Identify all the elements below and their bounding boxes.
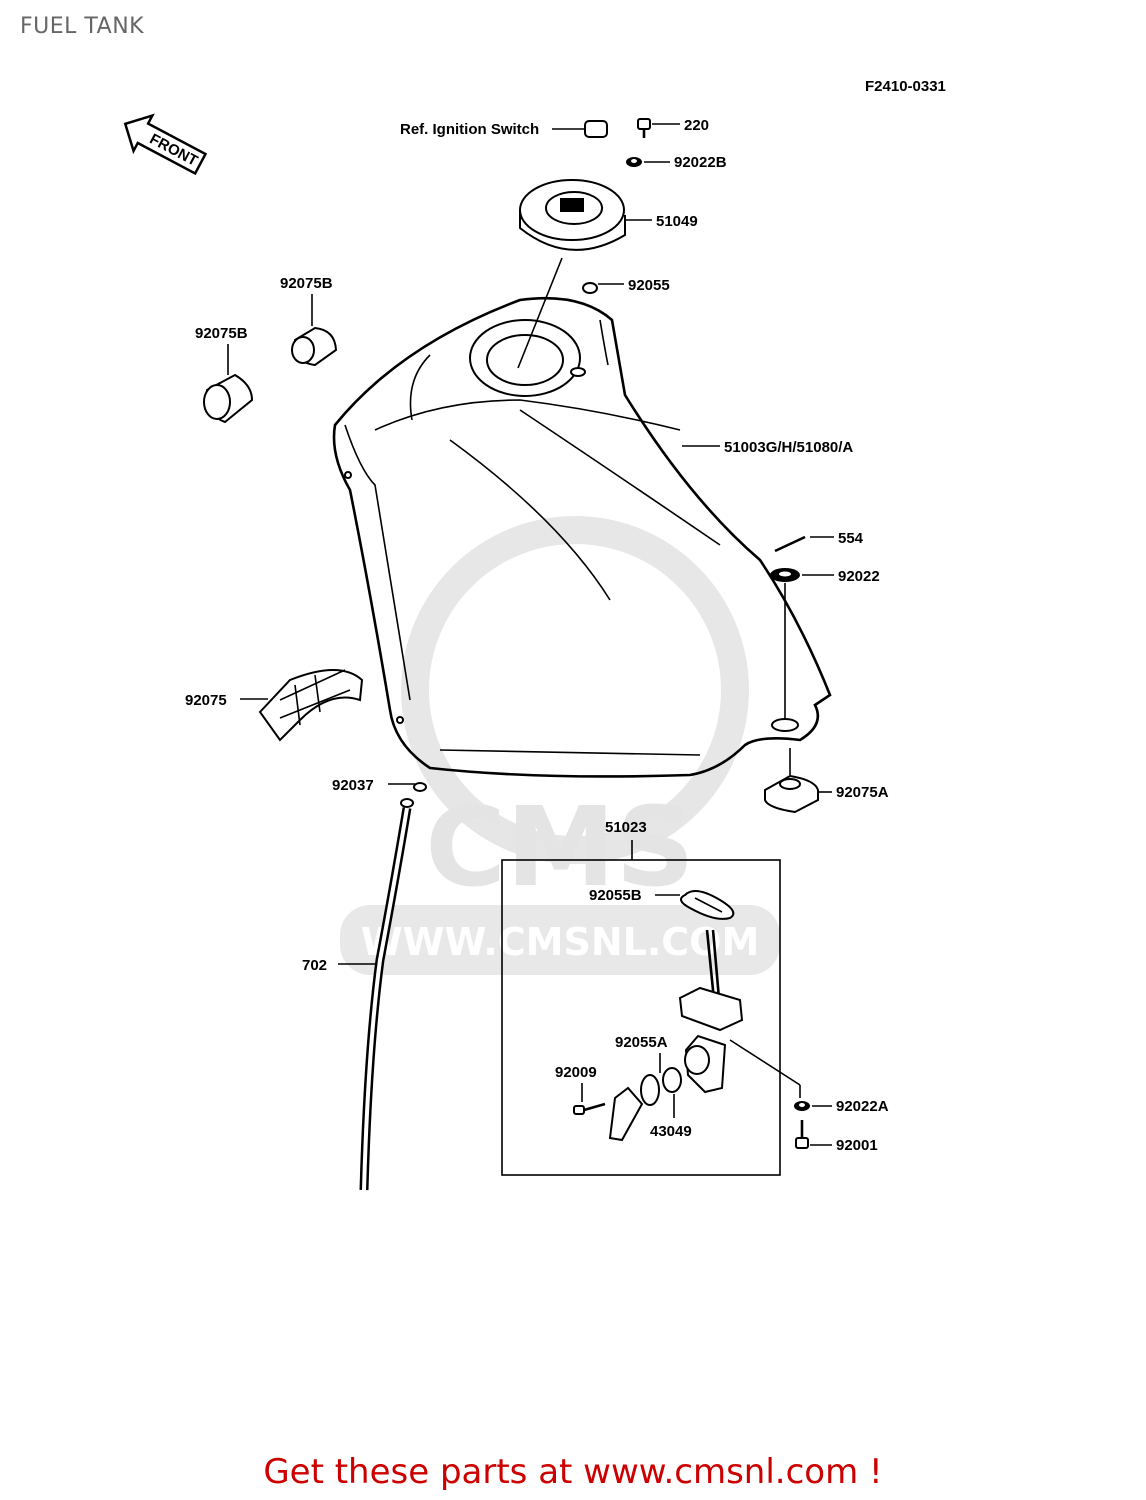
diagram-code: F2410-0331	[865, 78, 946, 95]
washer-icon	[770, 568, 800, 582]
rubber-damper-icon	[203, 373, 254, 424]
label-ref-ignition: Ref. Ignition Switch	[400, 121, 539, 138]
o-ring-icon	[582, 282, 598, 294]
watermark-text: CMS	[425, 783, 694, 911]
fuel-cock-icon	[608, 929, 744, 1142]
label-92022b: 92022B	[674, 154, 727, 171]
watermark-url: WWW.CMSNL.COM	[361, 920, 760, 964]
ignition-switch-icon	[584, 120, 608, 138]
bolt-icon	[637, 118, 651, 138]
label-51049: 51049	[656, 213, 698, 230]
screw-icon	[573, 1102, 606, 1115]
label-92001: 92001	[836, 1137, 878, 1154]
clip-icon	[774, 535, 806, 553]
fuel-tank-body	[332, 296, 832, 778]
label-43049: 43049	[650, 1123, 692, 1140]
bolt-icon	[795, 1120, 809, 1149]
label-51003: 51003G/H/51080/A	[724, 439, 853, 456]
washer-icon	[626, 157, 642, 167]
label-92055: 92055	[628, 277, 670, 294]
fuel-cock-assembly-box	[501, 859, 781, 1176]
rubber-block-icon	[764, 774, 819, 814]
label-220: 220	[684, 117, 709, 134]
label-92075: 92075	[185, 692, 227, 709]
label-92075b-top: 92075B	[280, 275, 333, 292]
gasket-icon	[680, 890, 735, 920]
cms-watermark: CMS WWW.CMSNL.COM	[340, 516, 780, 975]
filter-icon	[662, 1067, 682, 1093]
label-92075b-left: 92075B	[195, 325, 248, 342]
label-92055a: 92055A	[615, 1034, 668, 1051]
washer-icon	[794, 1101, 810, 1111]
footer-link[interactable]: Get these parts at www.cmsnl.com !	[263, 1452, 883, 1492]
label-702: 702	[302, 957, 327, 974]
label-51023: 51023	[605, 819, 647, 836]
front-arrow-icon: FRONT	[123, 113, 208, 176]
fuel-cap-icon	[519, 179, 626, 251]
hose-clamp-icon	[413, 782, 427, 792]
rubber-pad-icon	[258, 669, 364, 742]
label-92009: 92009	[555, 1064, 597, 1081]
label-92055b: 92055B	[589, 887, 642, 904]
label-92075a: 92075A	[836, 784, 889, 801]
label-92022: 92022	[838, 568, 880, 585]
label-92022a: 92022A	[836, 1098, 889, 1115]
label-92037: 92037	[332, 777, 374, 794]
page-title: FUEL TANK	[20, 14, 145, 39]
rubber-damper-icon	[291, 326, 338, 367]
breather-tube-icon	[359, 798, 414, 1191]
o-ring-icon	[640, 1074, 660, 1106]
label-554: 554	[838, 530, 864, 547]
